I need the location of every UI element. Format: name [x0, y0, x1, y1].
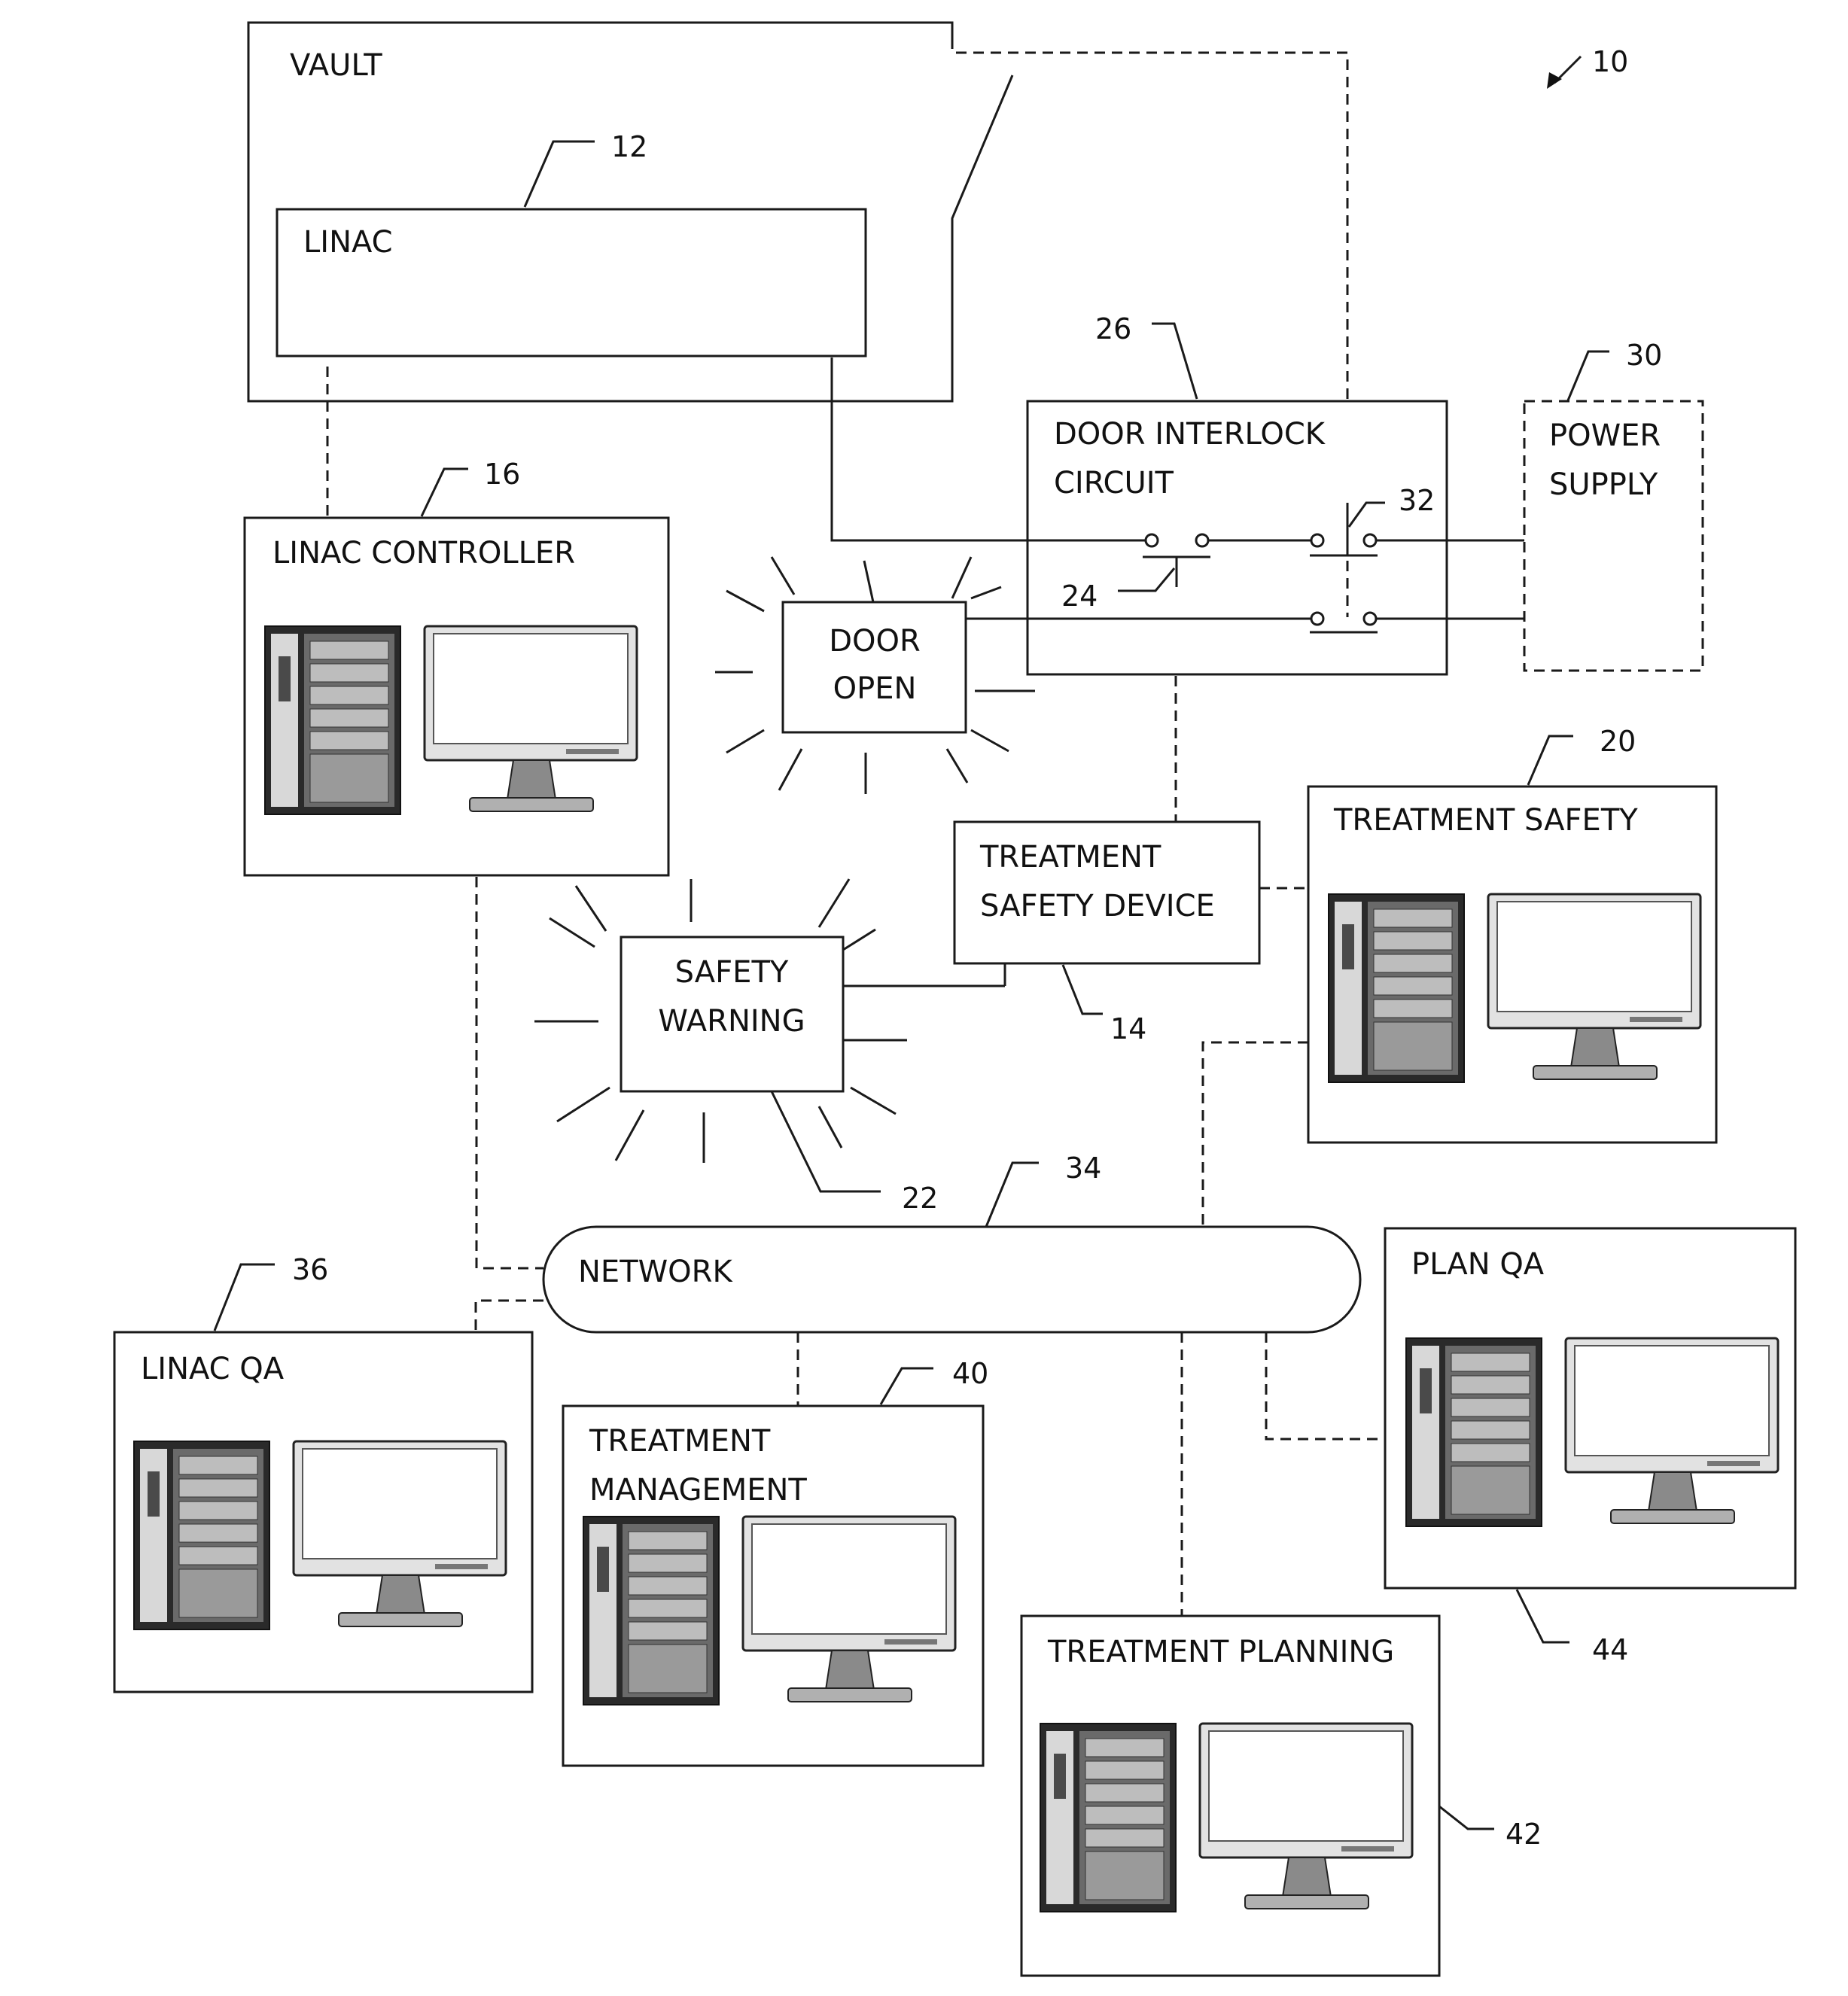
door-open-lamp: DOOR OPEN	[715, 557, 1035, 794]
door-interlock-ref: 26	[1095, 312, 1131, 345]
linac-ref: 12	[611, 130, 647, 163]
door-interlock-ref-leader	[1152, 324, 1197, 399]
door-interlock-block: DOOR INTERLOCK CIRCUIT 26	[1028, 312, 1447, 674]
plan-qa-block: PLAN QA 44	[1385, 1228, 1795, 1666]
linac-qa-block: LINAC QA 36	[114, 1253, 532, 1692]
network-ref-leader	[986, 1163, 1039, 1227]
dashed-link-controller-to-network	[476, 877, 543, 1268]
treatment-safety-block: TREATMENT SAFETY 20	[1259, 725, 1716, 1143]
linac-label: LINAC	[303, 225, 393, 260]
treatment-safety-device-ref: 14	[1110, 1012, 1146, 1045]
treatment-management-ref: 40	[952, 1357, 988, 1390]
door-open-label-2: OPEN	[833, 671, 917, 706]
treatment-management-block: TREATMENT MANAGEMENT 40	[563, 1357, 988, 1766]
treatment-planning-ref: 42	[1505, 1818, 1542, 1851]
safety-warning-label-1: SAFETY	[675, 955, 789, 990]
linac-controller-ref-leader	[422, 469, 468, 516]
treatment-management-label-2: MANAGEMENT	[589, 1473, 807, 1508]
door-switch-contact-right	[1196, 534, 1208, 546]
dashed-link-safety-computer-to-network	[1203, 1042, 1308, 1227]
safety-warning-ref: 22	[902, 1182, 938, 1215]
relay-ref: 32	[1399, 484, 1435, 517]
relay-upper-contact-left	[1311, 534, 1323, 546]
treatment-planning-ref-leader	[1439, 1806, 1494, 1829]
dashed-link-network-to-plan-qa	[1266, 1332, 1385, 1439]
treatment-safety-ref: 20	[1600, 725, 1636, 758]
relay-lower-contact-right	[1364, 613, 1376, 625]
linac-block: LINAC 12	[277, 130, 866, 356]
figure-arrow-icon	[1547, 72, 1562, 89]
network-ref: 34	[1065, 1152, 1101, 1185]
door-open-ray	[952, 557, 971, 598]
safety-warning-ray	[819, 879, 849, 927]
door-open-ray	[971, 730, 1009, 751]
safety-warning-ray	[851, 1088, 896, 1114]
relay-lower-contact-left	[1311, 613, 1323, 625]
plan-qa-label: PLAN QA	[1411, 1247, 1545, 1282]
network-block: NETWORK 34	[543, 1152, 1360, 1332]
door-switch-ref: 24	[1061, 580, 1098, 613]
treatment-safety-label: TREATMENT SAFETY	[1333, 803, 1638, 838]
treatment-safety-device-label-2: SAFETY DEVICE	[980, 889, 1215, 923]
power-supply-ref: 30	[1626, 339, 1662, 372]
treatment-management-ref-leader	[881, 1368, 933, 1404]
door-switch-contact-left	[1146, 534, 1158, 546]
safety-warning-lamp: SAFETY WARNING 22	[534, 879, 1005, 1215]
door-interlock-label-1: DOOR INTERLOCK	[1054, 417, 1326, 452]
figure-number: 10	[1592, 45, 1628, 78]
linac-qa-label: LINAC QA	[141, 1352, 285, 1386]
treatment-planning-label: TREATMENT PLANNING	[1047, 1635, 1394, 1669]
door-open-label-1: DOOR	[829, 624, 921, 659]
power-supply-label-2: SUPPLY	[1549, 467, 1658, 502]
power-supply-block: POWER SUPPLY 30	[1524, 339, 1703, 671]
treatment-management-label-1: TREATMENT	[589, 1424, 771, 1459]
plan-qa-ref: 44	[1592, 1633, 1628, 1666]
door-open-ray	[971, 587, 1001, 598]
dashed-link-network-to-linac-qa	[476, 1301, 543, 1332]
treatment-safety-device-ref-leader	[1063, 965, 1103, 1014]
treatment-safety-ref-leader	[1528, 736, 1573, 785]
safety-warning-ray	[616, 1110, 644, 1161]
linac-controller-label: LINAC CONTROLLER	[272, 536, 575, 571]
door-interlock-label-2: CIRCUIT	[1054, 466, 1174, 501]
vault-label: VAULT	[290, 48, 382, 83]
linac-controller-block: LINAC CONTROLLER 16	[245, 367, 668, 875]
safety-warning-ray	[819, 1106, 842, 1148]
door-open-ray	[864, 561, 873, 602]
door-open-ray	[779, 749, 802, 790]
plan-qa-ref-leader	[1517, 1590, 1569, 1642]
power-supply-ref-leader	[1568, 351, 1609, 400]
door-open-ray	[726, 730, 764, 753]
safety-warning-ray	[576, 886, 606, 931]
safety-warning-ray	[843, 930, 875, 950]
linac-ref-leader	[525, 141, 595, 207]
figure-ref-10: 10	[1547, 45, 1628, 89]
safety-warning-label-2: WARNING	[658, 1004, 805, 1039]
door-open-ray	[726, 591, 764, 611]
safety-warning-ray	[557, 1088, 610, 1121]
linac-controller-ref: 16	[484, 458, 520, 491]
linac-qa-ref-leader	[215, 1264, 275, 1331]
safety-warning-ref-leader	[772, 1091, 881, 1191]
door-open-ray	[947, 749, 967, 783]
treatment-planning-block: TREATMENT PLANNING 42	[1021, 1616, 1542, 1976]
linac-qa-ref: 36	[292, 1253, 328, 1286]
treatment-safety-device-block: TREATMENT SAFETY DEVICE 14	[954, 822, 1259, 1045]
safety-warning-ray	[550, 918, 595, 947]
door-open-box	[783, 602, 966, 732]
power-supply-label-1: POWER	[1549, 418, 1661, 453]
treatment-safety-device-label-1: TREATMENT	[979, 840, 1161, 875]
network-label: NETWORK	[578, 1255, 733, 1289]
door-open-ray	[772, 557, 794, 595]
relay-upper-contact-right	[1364, 534, 1376, 546]
